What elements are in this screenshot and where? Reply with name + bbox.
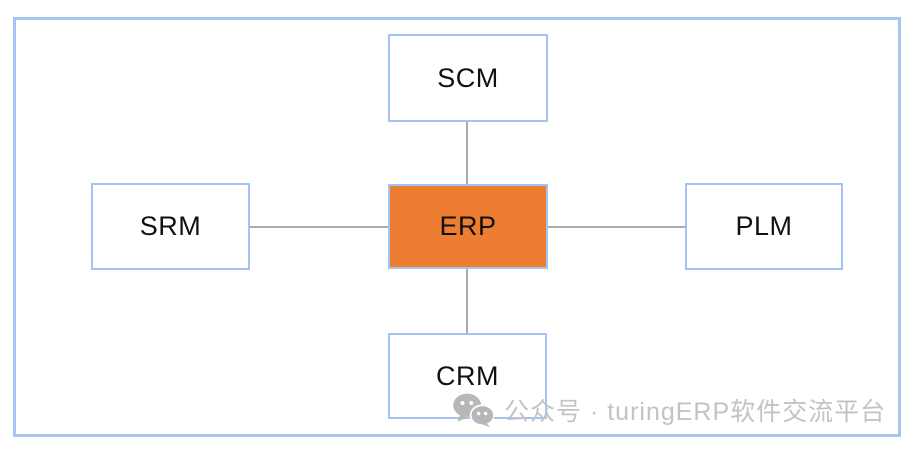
outer-frame [13,17,901,437]
node-plm-label: PLM [735,211,793,241]
node-scm: SCM [388,34,548,122]
node-srm-label: SRM [139,211,202,241]
node-plm: PLM [685,183,843,270]
connector-srm-erp [250,226,388,228]
connector-scm-erp [466,122,468,184]
node-crm: CRM [388,333,547,419]
node-scm-label: SCM [437,62,499,93]
node-srm: SRM [91,183,250,270]
node-erp-label: ERP [439,211,497,241]
node-crm-label: CRM [436,360,499,391]
connector-erp-crm [466,269,468,333]
node-erp-center: ERP [388,184,548,269]
connector-erp-plm [546,226,685,228]
